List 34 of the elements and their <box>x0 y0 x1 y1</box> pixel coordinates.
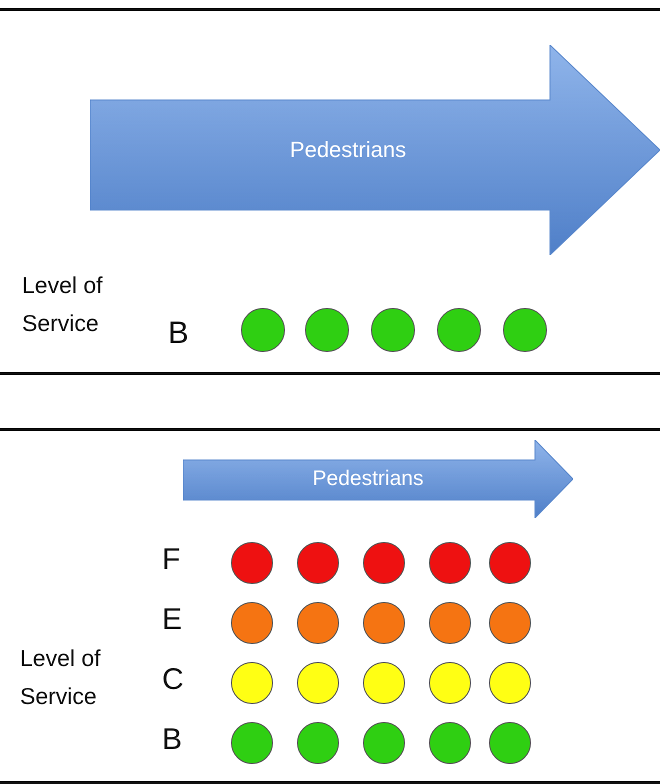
circle-marker <box>503 308 547 352</box>
axis-title: Level of Service <box>22 271 104 338</box>
circle-marker <box>297 722 339 764</box>
level-letter: C <box>162 663 184 697</box>
circle-marker <box>371 308 415 352</box>
level-letter: E <box>162 603 182 637</box>
circle-marker <box>489 662 531 704</box>
circle-marker <box>305 308 349 352</box>
level-letter: B <box>168 315 189 351</box>
circle-marker <box>429 722 471 764</box>
circle-marker <box>363 542 405 584</box>
circle-marker <box>297 542 339 584</box>
circle-marker <box>297 662 339 704</box>
circle-marker <box>489 542 531 584</box>
circle-marker <box>231 602 273 644</box>
circle-marker <box>231 722 273 764</box>
circle-marker <box>363 662 405 704</box>
circle-marker <box>429 662 471 704</box>
circle-marker <box>489 602 531 644</box>
circle-marker <box>363 602 405 644</box>
axis-title: Level of Service <box>20 644 102 711</box>
circle-marker <box>363 722 405 764</box>
circle-marker <box>297 602 339 644</box>
circle-marker <box>429 542 471 584</box>
circle-marker <box>241 308 285 352</box>
circle-marker <box>437 308 481 352</box>
arrow-shape: Pedestrians <box>183 440 573 518</box>
level-letter: F <box>162 543 180 577</box>
arrow-shape: Pedestrians <box>90 45 660 255</box>
circle-marker <box>231 662 273 704</box>
circle-marker <box>429 602 471 644</box>
level-letter: B <box>162 723 182 757</box>
circle-marker <box>231 542 273 584</box>
circle-marker <box>489 722 531 764</box>
